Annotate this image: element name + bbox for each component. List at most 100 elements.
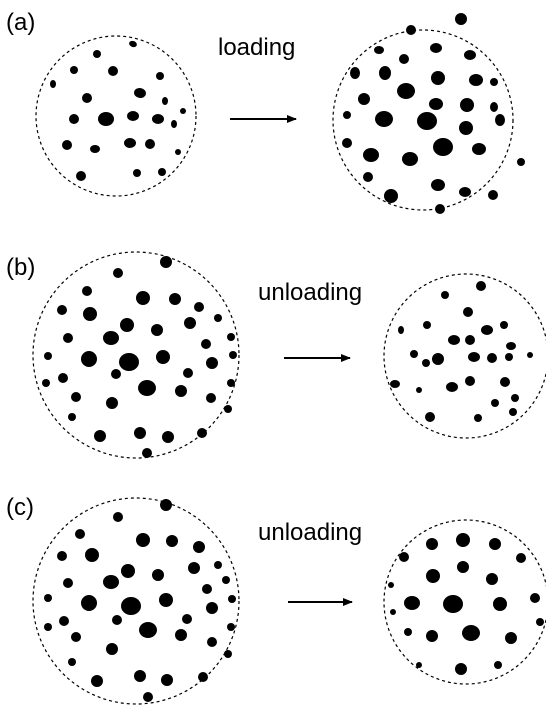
particle-c-initial-29 [71, 632, 81, 642]
particle-a-initial-7 [82, 93, 92, 103]
particle-b-initial-12 [103, 331, 119, 345]
particle-c-final-19 [494, 661, 502, 669]
particle-b-final-13 [505, 353, 513, 361]
particle-a-initial-0 [93, 50, 101, 58]
particle-b-initial-1 [113, 268, 123, 278]
particle-b-final-23 [425, 412, 435, 422]
particle-a-initial-22 [158, 168, 166, 176]
particle-c-final-15 [404, 628, 412, 636]
particle-a-final-8 [431, 71, 445, 85]
particle-b-final-1 [441, 291, 449, 299]
particle-a-final-29 [459, 187, 471, 197]
particle-b-initial-27 [175, 385, 187, 397]
particle-c-initial-33 [91, 675, 103, 687]
particle-a-final-24 [433, 138, 453, 156]
particle-c-initial-37 [224, 650, 232, 658]
particle-b-initial-19 [156, 350, 170, 364]
particle-c-initial-34 [134, 670, 146, 682]
particle-a-final-0 [455, 13, 467, 25]
particle-b-initial-33 [94, 430, 106, 442]
particle-a-initial-14 [171, 120, 177, 128]
particle-c-initial-35 [161, 674, 173, 686]
particle-c-initial-5 [193, 541, 205, 553]
particle-b-initial-14 [63, 333, 73, 343]
particle-c-initial-18 [121, 597, 141, 615]
particle-a-final-17 [375, 111, 393, 127]
particle-c-final-11 [530, 593, 540, 603]
particle-c-initial-20 [206, 602, 218, 614]
particle-b-final-9 [506, 342, 516, 350]
particle-c-initial-8 [121, 564, 135, 578]
particle-c-final-17 [536, 618, 544, 626]
particle-b-final-3 [423, 321, 431, 329]
particle-c-final-9 [443, 595, 463, 613]
particle-b-initial-9 [151, 324, 163, 336]
particle-b-initial-28 [106, 397, 118, 409]
particle-c-initial-13 [222, 576, 230, 584]
panel-b-label: (b) [6, 254, 35, 281]
panel-c-final-circle [383, 519, 546, 685]
particle-a-final-20 [495, 114, 505, 126]
panel-b-initial-circle [32, 251, 240, 459]
particle-a-initial-17 [124, 138, 136, 148]
particle-a-initial-6 [134, 87, 146, 99]
particle-c-initial-25 [44, 623, 52, 631]
particle-b-final-18 [446, 382, 458, 392]
particle-c-initial-21 [228, 595, 236, 603]
particle-c-initial-32 [68, 658, 76, 666]
panel-c-label: (c) [6, 494, 34, 521]
particle-b-initial-10 [184, 317, 196, 329]
particle-c-final-18 [455, 663, 467, 675]
particle-b-initial-8 [120, 318, 134, 332]
particle-b-final-5 [481, 325, 493, 335]
particle-a-initial-18 [145, 139, 155, 149]
particle-c-final-16 [505, 632, 517, 644]
particle-b-initial-6 [57, 305, 67, 315]
particle-c-initial-28 [106, 643, 118, 655]
particle-c-initial-26 [139, 622, 157, 638]
particle-b-final-24 [509, 408, 517, 416]
particle-b-final-11 [432, 353, 444, 365]
particle-b-initial-0 [160, 256, 172, 268]
particle-a-final-6 [379, 66, 391, 80]
particle-b-initial-36 [197, 428, 207, 438]
particle-b-final-10 [410, 350, 418, 358]
particle-b-initial-21 [229, 351, 237, 359]
particle-b-final-16 [487, 353, 497, 363]
particle-a-initial-1 [129, 40, 137, 48]
panel-a-initial-circle [35, 35, 197, 197]
particle-c-initial-11 [214, 561, 222, 569]
particle-c-initial-38 [143, 692, 153, 702]
particle-a-initial-3 [70, 66, 78, 74]
panel-c-process-label: unloading [258, 519, 362, 546]
particle-a-initial-12 [127, 111, 139, 121]
particle-a-final-23 [402, 152, 418, 166]
particle-a-final-10 [490, 78, 498, 86]
particle-c-initial-24 [182, 614, 192, 624]
particle-b-initial-24 [183, 368, 193, 378]
particle-a-initial-21 [133, 169, 141, 177]
particle-a-final-7 [399, 54, 409, 64]
particle-a-final-2 [374, 46, 384, 54]
particle-b-initial-18 [119, 353, 139, 371]
particle-c-initial-4 [166, 535, 178, 547]
particle-b-initial-25 [42, 379, 50, 387]
particle-b-initial-26 [138, 380, 156, 396]
particle-c-final-10 [493, 597, 507, 611]
particle-c-final-8 [404, 596, 420, 610]
particle-b-initial-15 [201, 339, 211, 349]
particle-b-initial-13 [227, 333, 235, 341]
particle-b-final-21 [416, 387, 422, 393]
particle-c-final-2 [489, 538, 501, 550]
particle-b-final-15 [422, 359, 430, 367]
particle-a-initial-16 [90, 145, 100, 153]
particle-b-initial-38 [142, 448, 152, 458]
particle-a-final-11 [397, 83, 415, 99]
particle-b-final-25 [474, 414, 482, 422]
particle-c-final-12 [388, 582, 394, 588]
particle-b-initial-7 [83, 307, 97, 321]
particle-b-initial-4 [169, 293, 181, 305]
particle-c-final-21 [390, 609, 396, 615]
particle-a-initial-20 [76, 171, 86, 181]
